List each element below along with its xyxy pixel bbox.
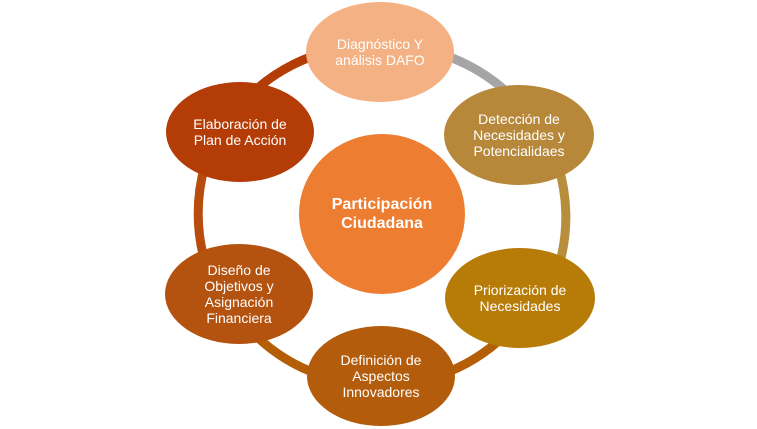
center-node-participacion: Participación Ciudadana <box>299 134 465 294</box>
node-label-priorizacion: Priorización de Necesidades <box>473 282 567 314</box>
node-priorizacion: Priorización de Necesidades <box>445 248 595 348</box>
node-diagnostico: Diagnóstico Y análisis DAFO <box>306 2 454 102</box>
node-label-elaboracion: Elaboración de Plan de Acción <box>193 116 287 148</box>
node-elaboracion: Elaboración de Plan de Acción <box>166 82 314 182</box>
node-label-deteccion: Detección de Necesidades y Potencialidae… <box>473 111 565 159</box>
ring-arc-left <box>193 163 210 264</box>
ring-arc-right <box>553 163 571 264</box>
node-label-diagnostico: Diagnóstico Y análisis DAFO <box>335 36 425 68</box>
node-definicion: Definición de Aspectos Innovadores <box>307 326 455 426</box>
node-label-diseno: Diseño de Objetivos y Asignación Financi… <box>204 262 274 326</box>
node-deteccion: Detección de Necesidades y Potencialidae… <box>444 85 594 185</box>
node-label-definicion: Definición de Aspectos Innovadores <box>340 352 422 400</box>
node-diseno: Diseño de Objetivos y Asignación Financi… <box>165 244 313 344</box>
center-label: Participación Ciudadana <box>331 196 433 232</box>
